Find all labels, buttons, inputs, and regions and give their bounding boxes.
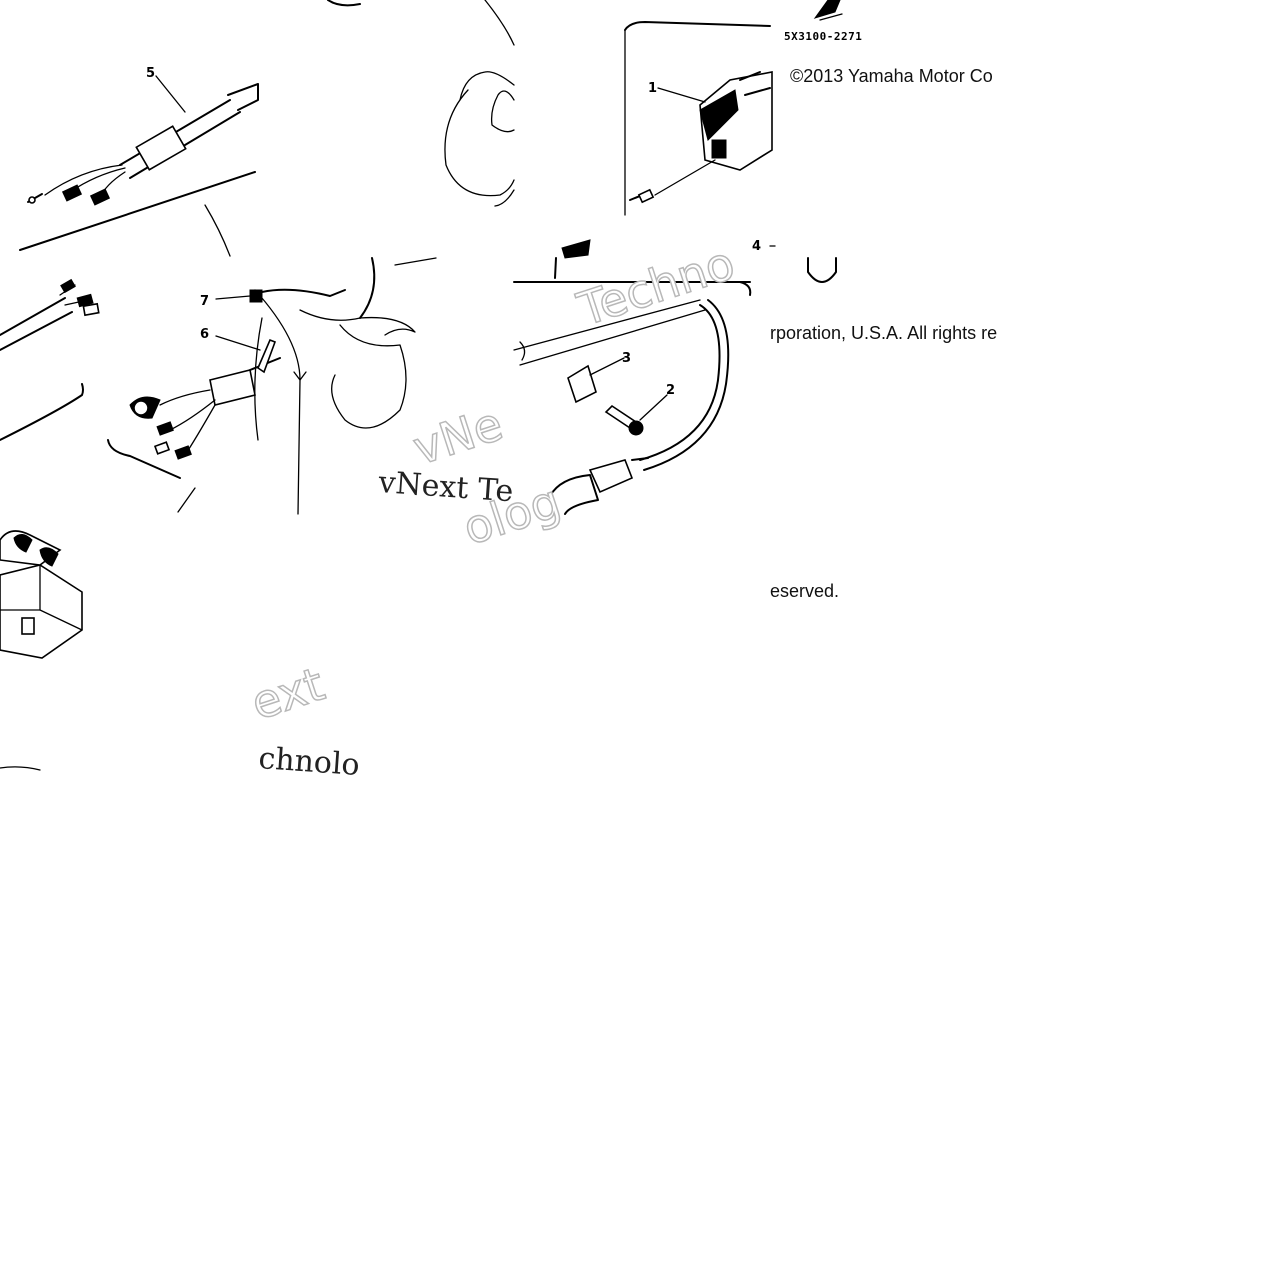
callout-5: 5 <box>146 66 155 81</box>
callout-3: 3 <box>622 351 631 366</box>
part-code: 5X3100-2271 <box>784 30 862 43</box>
part-code-block: 5X3100-2271 <box>784 0 862 43</box>
tile-box-unit <box>0 530 83 771</box>
watermark-fragment: chnolo <box>257 741 360 783</box>
copyright-line-2: rporation, U.S.A. All rights re <box>770 323 997 343</box>
tile-gap <box>514 0 624 40</box>
watermark-fragment: Techno <box>571 236 741 337</box>
tile-hose-assembly: 4 3 2 <box>513 239 776 515</box>
tile-frame-harness: 6 7 <box>107 257 437 515</box>
callout-2: 2 <box>666 383 675 398</box>
tile-cable-ends <box>0 278 100 441</box>
callout-4: 4 <box>752 239 761 254</box>
copyright-line-1: ©2013 Yamaha Motor Co <box>790 66 993 86</box>
callout-6: 6 <box>200 327 209 342</box>
copyright-line-3: eserved. <box>770 581 839 601</box>
tile-frame-outline <box>444 0 515 207</box>
watermark-fragment: ext <box>245 657 331 731</box>
callout-1: 1 <box>648 81 657 96</box>
callout-7: 7 <box>200 294 209 309</box>
watermark-fragment: vNe <box>407 396 509 475</box>
u-clip-icon <box>807 257 837 283</box>
tile-wire-harness: 5 <box>19 0 361 257</box>
tile-switch-assembly: 1 <box>624 21 773 216</box>
